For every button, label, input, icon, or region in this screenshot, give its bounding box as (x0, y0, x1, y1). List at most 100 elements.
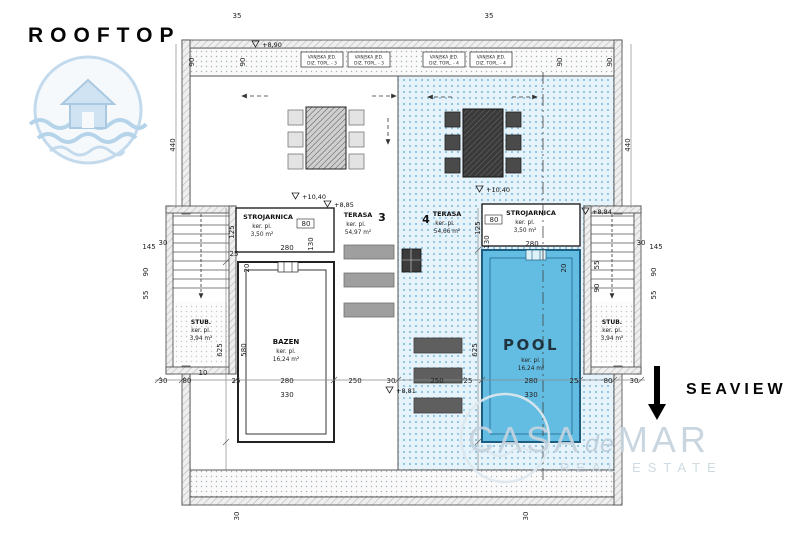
wall-right-upper (613, 39, 623, 215)
room-area: 16,24 m² (273, 356, 299, 363)
slope-arrows (241, 93, 538, 145)
room-label-strojarnica-left: STROJARNICA (243, 213, 293, 221)
heat-pump-unit-box (422, 51, 466, 68)
room-area: 3,94 m² (601, 335, 624, 342)
stairs-steps (591, 215, 634, 289)
dim-label: 20 (560, 264, 568, 273)
pool-bazen (237, 261, 335, 443)
dimension-lines (154, 44, 645, 470)
watermark-subtitle: REAL ESTATE (560, 460, 723, 475)
dim-label: 90 (650, 268, 658, 277)
wall-annex-right-partition (583, 205, 592, 375)
room-area: 16,24 m² (518, 365, 544, 372)
heat-pump-unit-label: DIZ. TOPL. - 4 (476, 61, 506, 67)
bottom-walkway (190, 470, 614, 497)
dim-label: 130 (483, 235, 491, 248)
chair (505, 157, 522, 174)
dim-label: 20 (243, 264, 251, 273)
chair (348, 131, 365, 148)
heat-pump-unit-label: DIZ. TOPL. - 4 (429, 61, 459, 67)
room-strojarnica-left (235, 207, 335, 253)
bench (413, 397, 463, 414)
dim-label: 280 (280, 244, 293, 252)
chair (287, 131, 304, 148)
room-label-strojarnica-right: STROJARNICA (506, 209, 556, 217)
dim-label: 80 (302, 220, 311, 228)
heat-pump-unit-label: DIZ. TOPL. - 3 (354, 61, 384, 67)
stairwell-left (172, 212, 230, 368)
dim-label: 625 (471, 343, 479, 356)
heat-pump-unit-box (300, 51, 344, 68)
chair (287, 153, 304, 170)
watermark-wave-icon (469, 446, 531, 458)
room-label-terasa4: TERASA (433, 210, 462, 218)
heat-pump-unit-box (469, 51, 513, 68)
level-label: +8,90 (262, 41, 282, 49)
table (305, 106, 347, 170)
level-label: +10,40 (486, 186, 510, 194)
room-material: ker. pl. (521, 358, 541, 364)
room-label-pool: POOL (503, 336, 559, 354)
room-labels: STROJARNICA ker. pl. 3,50 m² STROJARNICA… (190, 209, 624, 372)
dim-label: 440 (624, 138, 632, 151)
level-marks: +8,90 +10,40 +10,40 +8,85 +8,84 +8,81 (251, 40, 612, 395)
level-marker-icon (251, 40, 260, 48)
dining-set-right (444, 108, 522, 178)
dim-label: 30 (159, 239, 168, 247)
dim-label: 250 (348, 377, 361, 385)
chair (287, 109, 304, 126)
level-label: +8,85 (334, 201, 354, 209)
wall-annex-left (165, 205, 174, 375)
dim-label: 25 (570, 377, 579, 385)
outdoor-grill (401, 248, 422, 273)
dim-label: 55 (650, 291, 658, 300)
wall-left-upper (181, 39, 191, 215)
level-label: +8,81 (396, 387, 416, 395)
dim-label: 30 (630, 377, 639, 385)
chair (444, 134, 461, 151)
heat-pump-unit-label: VANJSKA JED. (355, 55, 384, 61)
dim-label: 280 (280, 377, 293, 385)
level-marker-icon (323, 200, 332, 208)
dim-label: 250 (430, 377, 443, 385)
brand-logo (28, 55, 148, 165)
dim-label: 35 (233, 12, 242, 20)
level-label: +8,84 (592, 208, 612, 216)
room-material: ker. pl. (191, 328, 211, 334)
brand-casa: CASA (468, 419, 582, 460)
brand-de: de (585, 430, 615, 458)
bench (413, 367, 463, 384)
room-area: 3,94 m² (190, 335, 213, 342)
dim-label: 30 (159, 377, 168, 385)
dim-label: 330 (280, 391, 293, 399)
wall-top (181, 39, 623, 49)
dim-label: 80 (490, 216, 499, 224)
room-area: 54,66 m² (434, 228, 460, 235)
dim-label: 30 (637, 239, 646, 247)
level-marker-icon (385, 386, 394, 394)
house-door-icon (82, 112, 94, 128)
dining-set-left (287, 106, 365, 170)
chair (348, 109, 365, 126)
dim-label: 330 (524, 391, 537, 399)
dim-label: 625 (216, 343, 224, 356)
pool-right (481, 249, 581, 443)
dim-label: 90 (593, 284, 601, 293)
chair (505, 111, 522, 128)
stair-landing (173, 302, 229, 364)
bench (413, 337, 463, 354)
dim-label: 25 (464, 377, 473, 385)
dim-box (484, 214, 503, 225)
wall-annex-right (633, 205, 642, 375)
table (462, 108, 504, 178)
wall-annex-left-top (165, 205, 237, 214)
zone-number: 4 (422, 213, 430, 226)
dim-label: 80 (183, 377, 192, 385)
level-marker-icon (291, 192, 300, 200)
